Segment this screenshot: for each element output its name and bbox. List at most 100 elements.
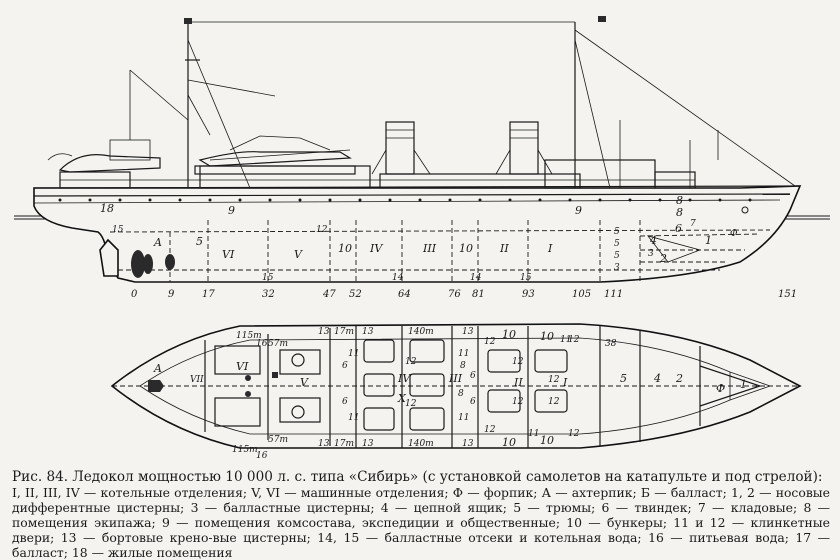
svg-text:12: 12	[484, 425, 496, 435]
aircraft-under-boom	[47, 139, 161, 173]
icebreaker-drawing: VI V 10 IV III 10 II I 18 15 A 5 12 9 9 …	[14, 16, 830, 461]
svg-text:115т: 115т	[232, 445, 258, 455]
svg-text:I: I	[562, 376, 568, 389]
bow-compartments	[639, 233, 761, 263]
svg-text:9: 9	[575, 204, 582, 217]
svg-text:4: 4	[649, 234, 657, 247]
svg-text:13: 13	[362, 439, 374, 449]
svg-text:II: II	[513, 376, 523, 389]
compartment-label: II	[499, 242, 509, 255]
svg-text:1: 1	[740, 378, 747, 391]
svg-text:6: 6	[675, 222, 682, 235]
svg-text:7: 7	[690, 219, 696, 229]
svg-text:6: 6	[342, 361, 348, 371]
svg-text:10: 10	[540, 434, 554, 447]
svg-text:5: 5	[614, 227, 620, 237]
svg-text:38: 38	[605, 339, 617, 349]
masts	[129, 16, 796, 189]
svg-text:8: 8	[676, 206, 683, 219]
svg-text:X: X	[397, 392, 407, 405]
svg-text:12: 12	[512, 357, 524, 367]
svg-text:VII: VII	[190, 375, 204, 385]
svg-text:5: 5	[614, 239, 620, 249]
frame-number: 64	[398, 289, 411, 300]
svg-text:12: 12	[316, 225, 328, 235]
svg-text:6: 6	[342, 397, 348, 407]
svg-text:10: 10	[540, 330, 554, 343]
svg-text:17т: 17т	[334, 439, 354, 449]
frame-numbers: 0 9 17 32 47 52 64 76 81 93 105 111 151	[131, 289, 797, 300]
upper-deck	[33, 193, 791, 197]
svg-text:8: 8	[458, 389, 464, 399]
svg-text:11: 11	[458, 413, 469, 423]
svg-text:14: 14	[392, 273, 404, 283]
svg-text:15: 15	[520, 273, 532, 283]
figure-caption: Рис. 84. Ледокол мощностью 10 000 л. с. …	[12, 470, 830, 560]
svg-text:III: III	[448, 372, 463, 385]
compartment-labels: VI V 10 IV III 10 II I	[222, 242, 553, 261]
hull-outline	[33, 185, 802, 283]
compartment-label: 10	[338, 242, 352, 255]
figure-title: Рис. 84. Ледокол мощностью 10 000 л. с. …	[12, 469, 823, 485]
frame-number: 151	[778, 289, 797, 300]
portholes	[58, 198, 752, 214]
svg-text:12: 12	[548, 375, 560, 385]
svg-text:16: 16	[256, 339, 268, 349]
svg-text:8: 8	[676, 194, 683, 207]
frame-number: 111	[604, 289, 623, 300]
frame-number: 47	[322, 289, 336, 300]
compartment-label: VI	[222, 248, 235, 261]
svg-text:VI: VI	[236, 360, 249, 373]
compartment-label: V	[294, 248, 303, 261]
svg-text:11: 11	[458, 349, 469, 359]
svg-text:9: 9	[228, 204, 235, 217]
compartment-label: 10	[459, 242, 473, 255]
frame-number: 17	[202, 289, 215, 300]
ship-plan-view: A VII VI V IV III II I Ф 5 4 2 1 X 13 17…	[110, 323, 802, 461]
compartment-label: IV	[369, 242, 383, 255]
svg-text:140т: 140т	[408, 327, 434, 337]
frame-number: 76	[448, 289, 461, 300]
svg-text:3: 3	[614, 263, 620, 273]
svg-text:12: 12	[568, 335, 580, 345]
svg-text:11: 11	[528, 429, 539, 439]
svg-text:5: 5	[620, 372, 627, 385]
svg-text:12: 12	[484, 337, 496, 347]
svg-text:13: 13	[462, 327, 474, 337]
aircraft-on-catapult	[194, 135, 356, 175]
svg-text:57т: 57т	[268, 435, 288, 445]
svg-text:Ф: Ф	[730, 229, 738, 239]
compartment-label: I	[547, 242, 553, 255]
svg-text:10: 10	[502, 328, 516, 341]
ship-elevation-view: VI V 10 IV III 10 II I 18 15 A 5 12 9 9 …	[14, 16, 830, 300]
svg-text:10: 10	[502, 436, 516, 449]
svg-text:IV: IV	[397, 372, 411, 385]
svg-text:13: 13	[362, 327, 374, 337]
svg-text:A: A	[153, 362, 162, 375]
svg-text:13: 13	[318, 327, 330, 337]
svg-text:13: 13	[318, 439, 330, 449]
frame-number: 32	[262, 289, 275, 300]
figure-legend: I, II, III, IV — котельные отделения; V,…	[12, 485, 830, 560]
svg-text:17т: 17т	[334, 327, 354, 337]
svg-text:15: 15	[262, 273, 274, 283]
frame-number: 93	[522, 289, 535, 300]
svg-text:6: 6	[470, 397, 476, 407]
funnels	[371, 121, 553, 175]
frame-number: 9	[168, 289, 175, 300]
svg-text:12: 12	[405, 399, 417, 409]
frame-number: 0	[131, 289, 138, 300]
svg-text:6: 6	[470, 371, 476, 381]
svg-text:115т: 115т	[236, 331, 262, 341]
fore-peak	[699, 365, 762, 407]
svg-text:11: 11	[560, 335, 571, 345]
svg-text:V: V	[300, 376, 309, 389]
svg-text:13: 13	[462, 439, 474, 449]
frame-number: 52	[349, 289, 362, 300]
svg-text:11: 11	[348, 413, 359, 423]
svg-text:140т: 140т	[408, 439, 434, 449]
elevation-numbers: 18 15 A 5 12 9 9 8 8 6 5 5 5 3 3 1 2 4 Ф…	[100, 194, 738, 283]
main-deck	[33, 185, 801, 189]
frame-number: 81	[472, 289, 485, 300]
engine-rooms	[214, 345, 321, 427]
